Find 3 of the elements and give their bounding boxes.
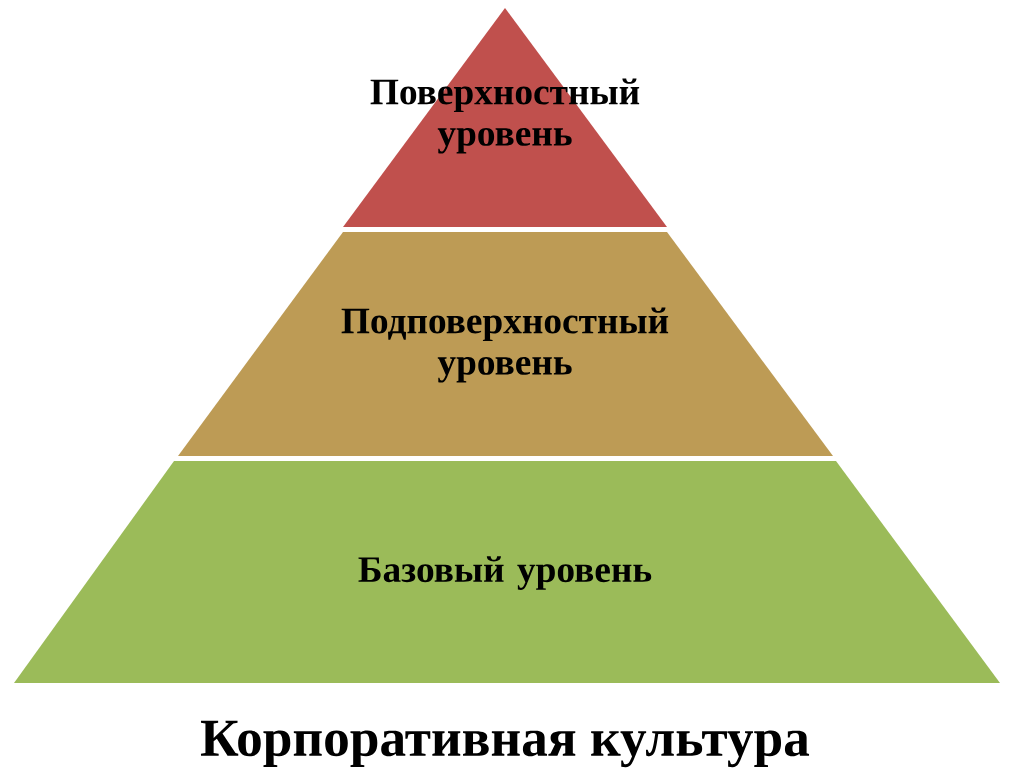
pyramid-tier: Подповерхностный уровень [178,232,833,456]
pyramid-tier: Базовый уровень [14,461,1000,683]
caption: Корпоративная культура [201,720,810,768]
